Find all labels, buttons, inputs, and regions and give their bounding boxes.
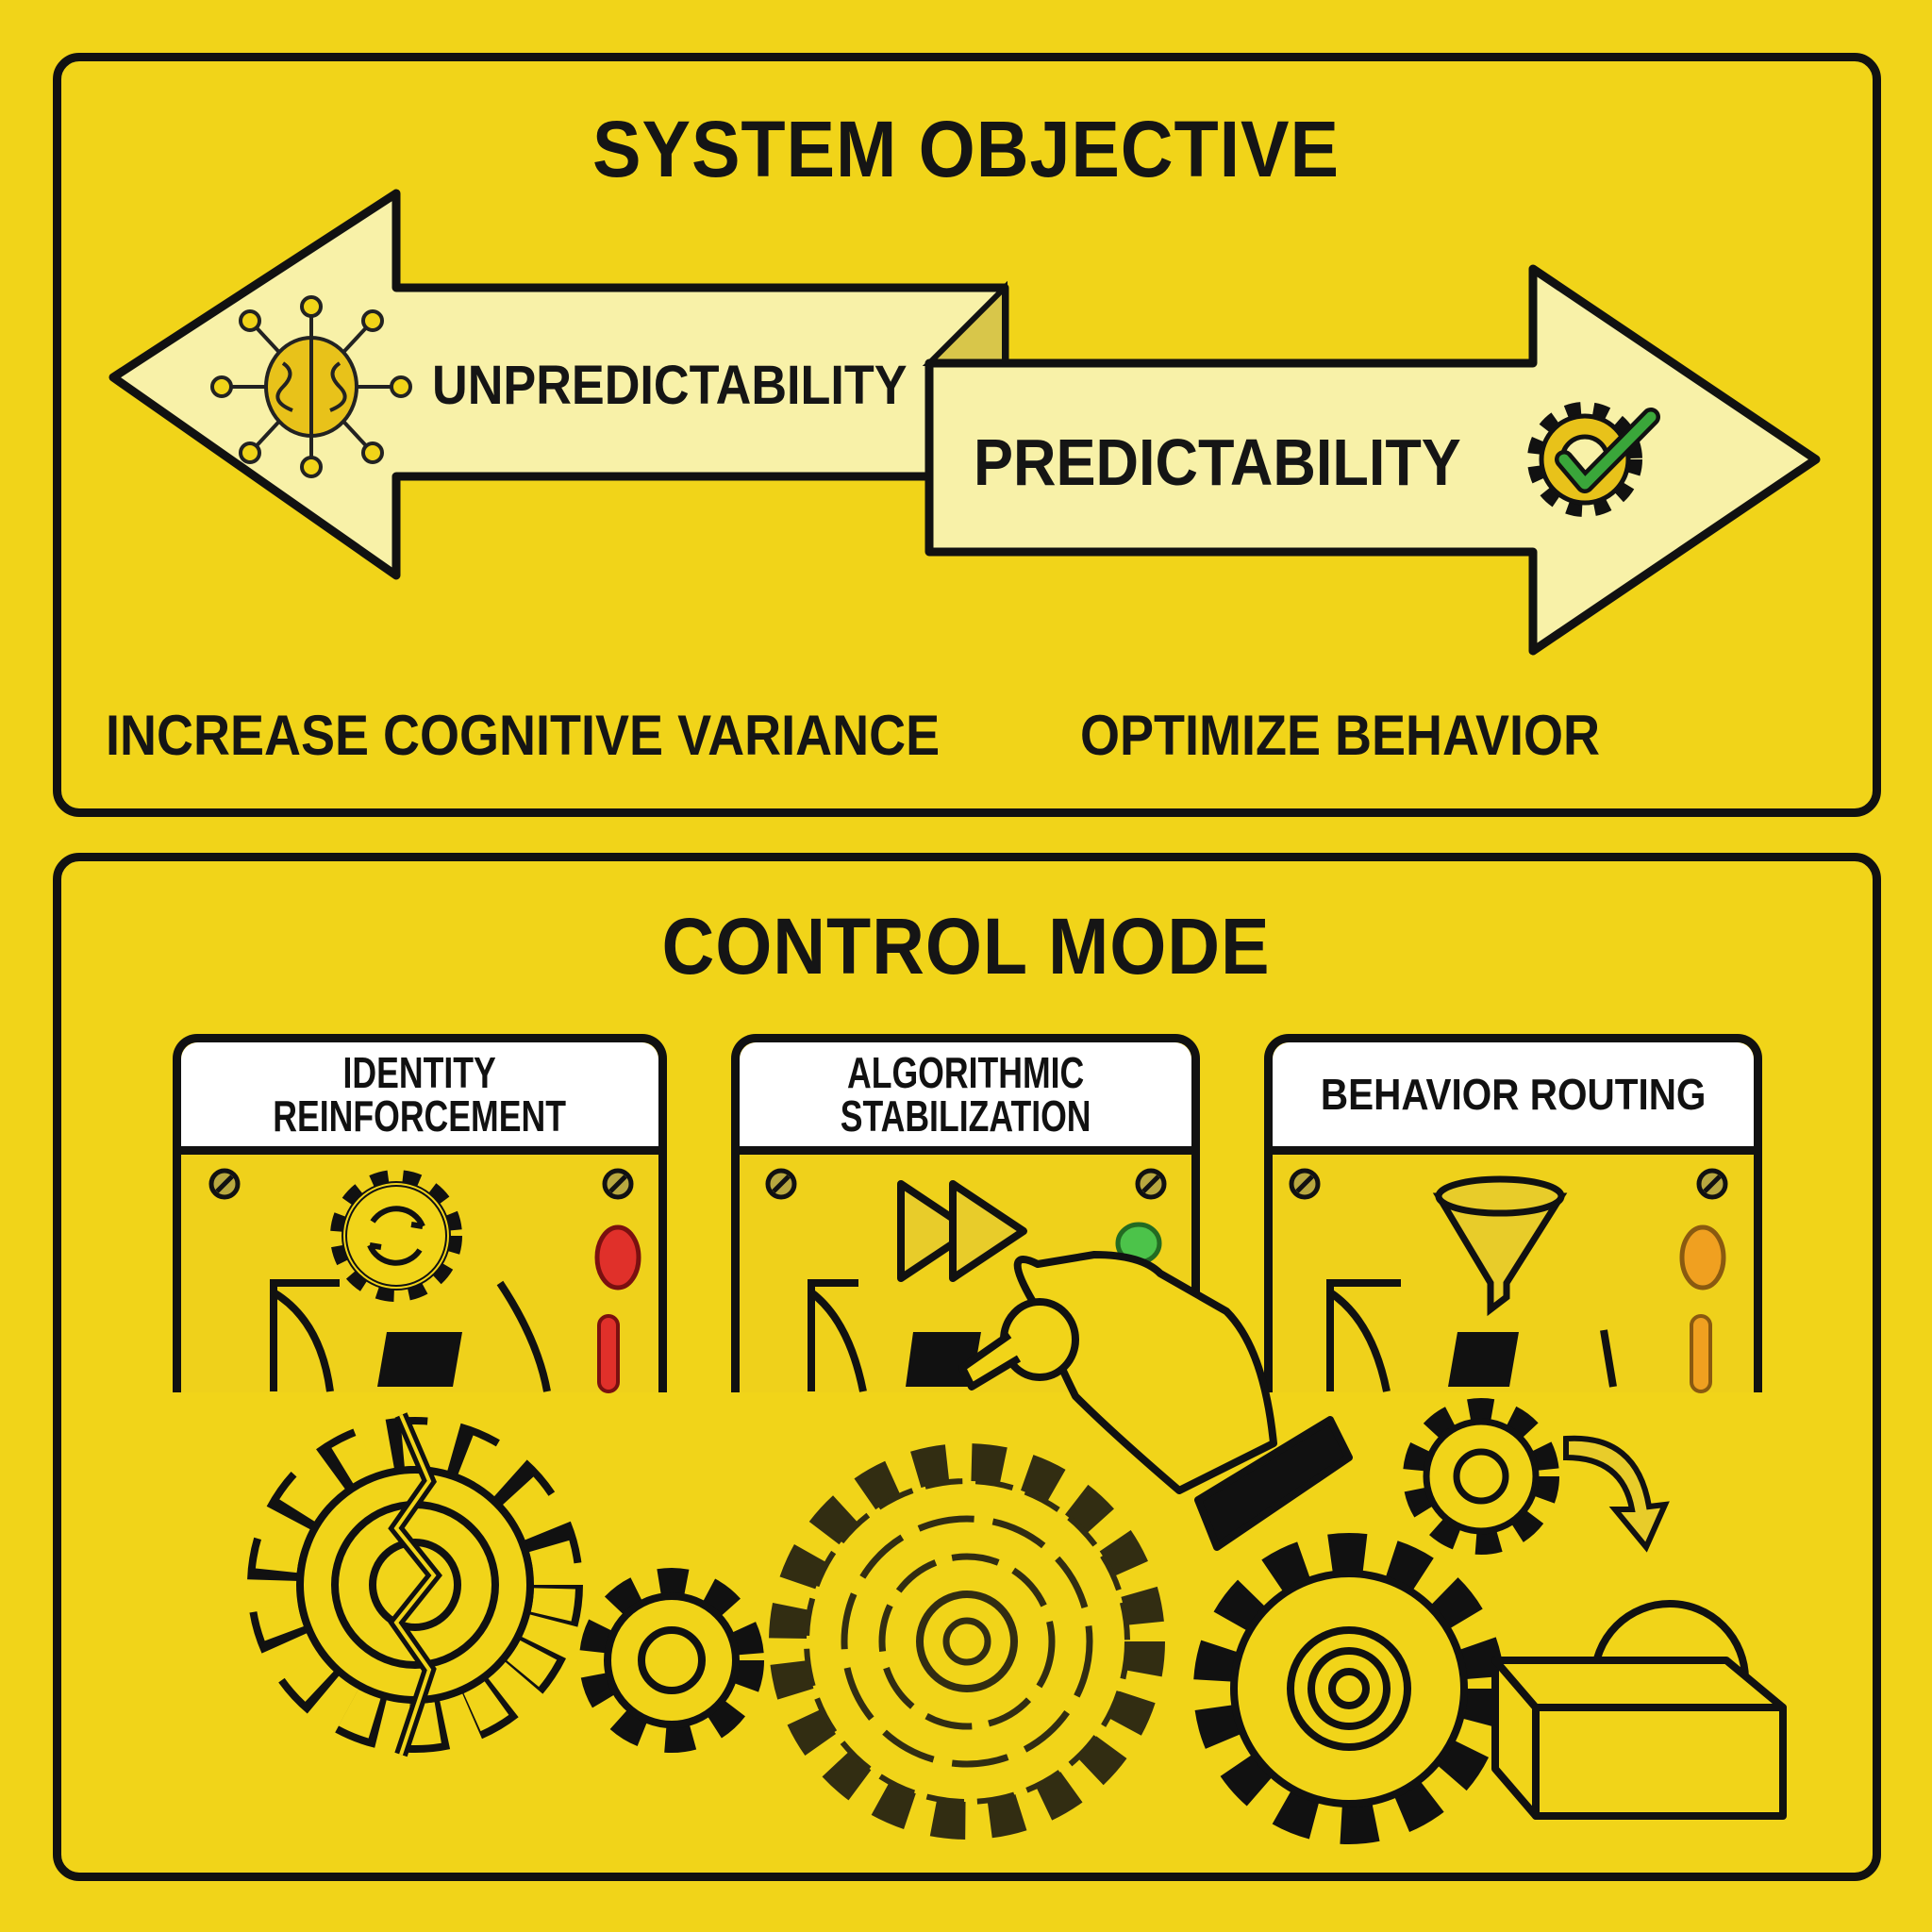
screw-icon <box>1699 1171 1725 1197</box>
predictability-label: PREDICTABILITY <box>974 425 1461 499</box>
routing-gear-small-icon <box>1403 1398 1559 1555</box>
slot <box>1448 1332 1519 1387</box>
screw-icon <box>768 1171 794 1197</box>
control-mode-title: CONTROL MODE <box>661 902 1271 991</box>
small-gear-icon <box>579 1568 764 1753</box>
system-objective-title: SYSTEM OBJECTIVE <box>592 105 1340 193</box>
module-label-line1: BEHAVIOR ROUTING <box>1320 1070 1707 1119</box>
module-label-line2: REINFORCEMENT <box>273 1091 567 1141</box>
screw-icon <box>605 1171 631 1197</box>
broken-gear-icon <box>247 1412 583 1757</box>
screw-icon <box>1291 1171 1318 1197</box>
brain-network-icon <box>210 295 412 478</box>
screw-icon <box>1138 1171 1164 1197</box>
module-label-line1: IDENTITY <box>342 1048 497 1097</box>
system-objective-panel <box>53 53 1881 817</box>
optimize-behavior-caption: OPTIMIZE BEHAVIOR <box>1080 704 1601 767</box>
right-arrow <box>924 264 1821 656</box>
indicator-light-orange <box>1679 1224 1726 1393</box>
module-label-line1: ALGORITHMIC <box>846 1048 1085 1097</box>
slot <box>377 1332 462 1387</box>
gear-refresh-icon <box>330 1170 462 1302</box>
box-icon <box>1491 1600 1787 1820</box>
module-label-line2: STABILIZATION <box>840 1091 1091 1141</box>
funnel-icon <box>1432 1175 1568 1317</box>
control-mode-panel <box>53 853 1881 1881</box>
routing-gear-large-icon <box>1193 1533 1505 1844</box>
fast-forward-icon <box>897 1180 1027 1282</box>
spinning-gear-icon <box>769 1443 1165 1840</box>
gear-check-icon <box>1527 402 1660 517</box>
indicator-light-red <box>594 1224 641 1393</box>
unpredictability-label: UNPREDICTABILITY <box>432 355 908 416</box>
increase-variance-caption: INCREASE COGNITIVE VARIANCE <box>106 704 941 767</box>
curved-arrow-icon <box>1563 1435 1670 1553</box>
hand-icon <box>958 1251 1353 1551</box>
screw-icon <box>211 1171 238 1197</box>
